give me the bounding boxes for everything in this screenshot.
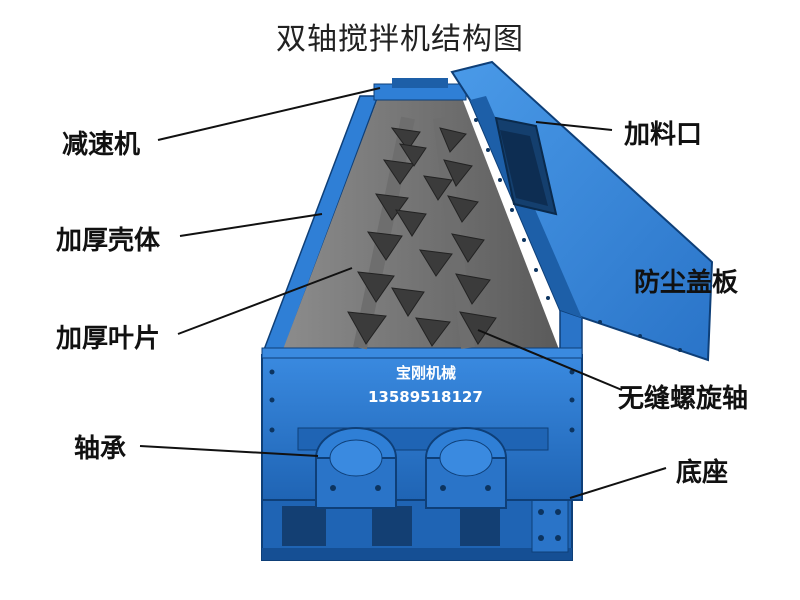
- brand-phone: 13589518127: [368, 388, 483, 406]
- label-shaft: 无缝螺旋轴: [618, 384, 749, 414]
- diagram-title: 双轴搅拌机结构图: [276, 22, 524, 57]
- brand-name: 宝刚机械: [396, 364, 457, 382]
- leader-lines: [139, 87, 667, 499]
- dust-cover-panel: [450, 60, 714, 362]
- bearings: [297, 427, 549, 509]
- leader-shell: [179, 213, 323, 237]
- leader-bearing: [139, 445, 319, 457]
- leader-reducer: [157, 87, 381, 141]
- base-frame: [261, 491, 573, 561]
- leader-inlet: [535, 121, 613, 131]
- label-inlet: 加料口: [624, 120, 703, 150]
- reducer-unit: [373, 78, 467, 101]
- label-bearing: 轴承: [74, 434, 127, 464]
- label-shell: 加厚壳体: [56, 226, 161, 256]
- label-cover: 防尘盖板: [634, 268, 739, 298]
- label-base: 底座: [676, 458, 729, 488]
- leader-shaft: [477, 329, 623, 391]
- leader-blades: [177, 267, 353, 335]
- leader-base: [569, 467, 667, 499]
- label-reducer: 减速机: [62, 130, 141, 160]
- label-blades: 加厚叶片: [56, 324, 161, 354]
- spiral-shafts: [347, 116, 497, 350]
